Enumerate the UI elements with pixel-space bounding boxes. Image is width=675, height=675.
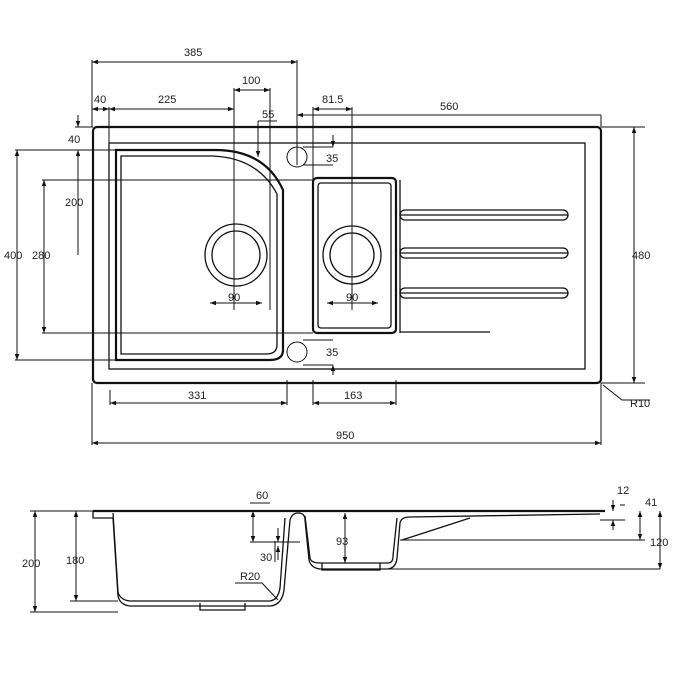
dim-55: 55 [262,109,274,121]
main-bowl-inner [120,155,278,355]
dim-81-5: 81.5 [322,94,343,106]
dimension-lines [14,59,650,446]
dim-93: 93 [336,536,348,548]
small-bowl-inner [317,182,392,329]
dim-35-top: 35 [326,153,338,165]
overflow-bottom [286,341,308,363]
dim-90-right: 90 [346,292,358,304]
dim-385: 385 [184,47,202,59]
dim-950: 950 [336,430,354,442]
main-waste [204,223,268,287]
dim-225: 225 [158,94,176,106]
dim-r20: R20 [240,571,260,583]
main-bowl [114,148,285,362]
top-view: 385 100 40 225 55 81.5 560 40 35 200 400… [4,47,650,446]
side-dimension-lines [30,500,663,613]
dim-90-left: 90 [228,292,240,304]
dim-100: 100 [242,75,260,87]
dim-40-left: 40 [94,94,106,106]
dim-30: 30 [260,552,272,564]
main-waste-inner [211,230,261,280]
small-bowl [311,176,398,335]
dim-180: 180 [66,555,84,567]
side-view: 60 12 41 200 180 93 30 120 R20 [22,485,668,613]
dim-60: 60 [256,490,268,502]
inner-rim [108,142,586,370]
dim-41: 41 [645,497,657,509]
dim-163: 163 [344,390,362,402]
dim-120: 120 [650,537,668,549]
sink-profile [92,511,601,607]
drainer-grooves [399,180,569,333]
dim-331: 331 [188,390,206,402]
dim-560: 560 [440,101,458,113]
dim-200-height: 200 [22,558,40,570]
dim-280: 280 [32,250,50,262]
dim-400: 400 [4,250,22,262]
dim-r10: R10 [630,398,650,410]
dim-40-top: 40 [68,134,80,146]
dim-480: 480 [632,250,650,262]
sink-profile-inner [112,512,471,611]
dim-200: 200 [65,197,83,209]
sink-outline [91,125,603,385]
dim-12: 12 [617,485,629,497]
dim-35-bottom: 35 [326,347,338,359]
